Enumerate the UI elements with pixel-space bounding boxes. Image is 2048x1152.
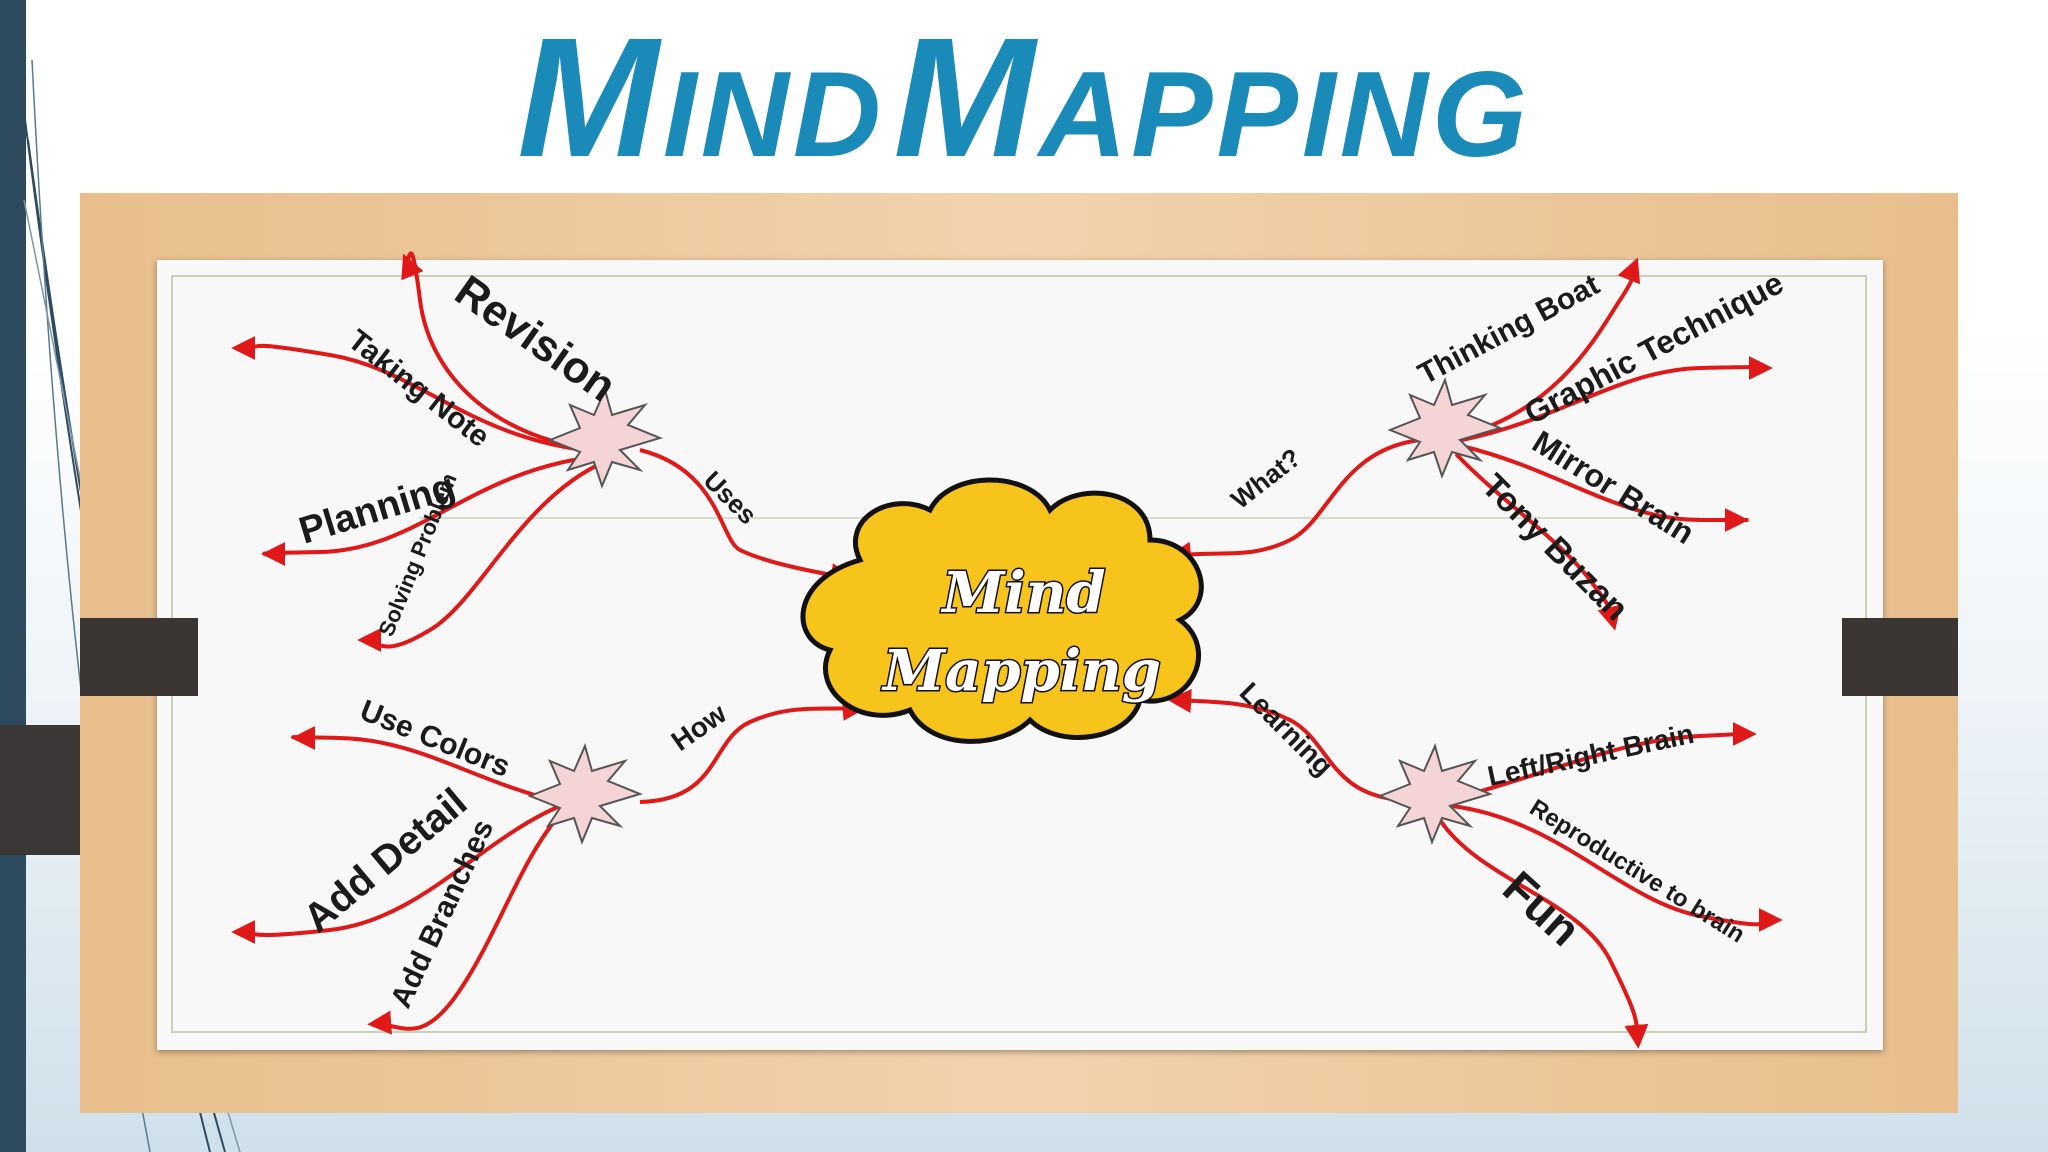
learning-node-burst <box>1377 743 1494 845</box>
learning-child-left-right-brain: Left/Right Brain <box>1485 718 1697 792</box>
what-subbranches <box>1454 257 1773 631</box>
title-word2-cap: M <box>893 3 1040 193</box>
slide-side-tab <box>0 725 82 855</box>
board-clip-left <box>80 618 198 696</box>
learning-subbranches <box>1438 721 1783 1049</box>
title-word1-cap: M <box>517 3 663 193</box>
how-subbranches <box>231 725 564 1035</box>
uses-child-taking-note: Taking Note <box>342 324 496 454</box>
branch-uses-line <box>639 448 855 587</box>
center-line1: Mind <box>940 560 1105 626</box>
what-node-burst <box>1387 377 1504 479</box>
title-word1-rest: IND <box>662 46 885 182</box>
uses-node-burst <box>547 387 664 489</box>
branch-what-label: What? <box>1225 442 1306 515</box>
board-clip-right <box>1842 618 1958 696</box>
slide-title: MIND MAPPING <box>0 8 2048 188</box>
center-line2: Mapping <box>881 638 1161 704</box>
uses-child-revision: Revision <box>446 266 624 411</box>
title-word2-rest: APPING <box>1039 46 1531 182</box>
branch-learning-line <box>1167 689 1411 802</box>
uses-subbranches <box>231 251 605 653</box>
learning-child-fun: Fun <box>1493 861 1590 956</box>
slide-accent-bar <box>0 0 26 1152</box>
how-node-burst <box>527 743 644 845</box>
branch-how-line <box>639 696 867 804</box>
branch-learning-label: Learning <box>1234 676 1340 782</box>
center-cloud <box>800 477 1204 744</box>
branch-nodes <box>527 377 1504 845</box>
branch-what-line <box>1167 438 1421 566</box>
how-child-use-colors: Use Colors <box>355 694 514 784</box>
main-branches <box>639 438 1421 804</box>
